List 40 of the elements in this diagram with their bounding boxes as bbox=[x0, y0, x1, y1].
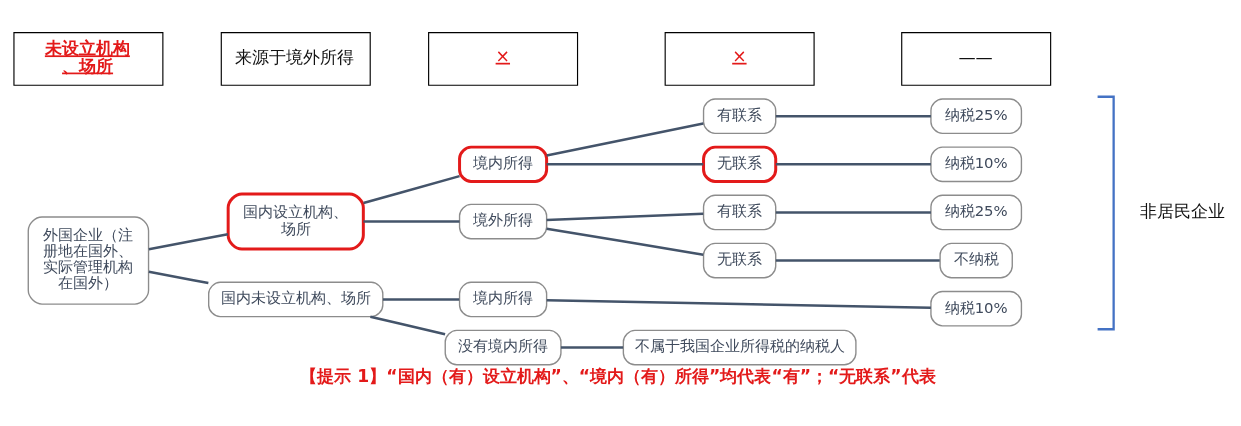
node-box: 国内未设立机构、场所 bbox=[208, 281, 384, 318]
connector bbox=[546, 122, 704, 157]
connector bbox=[775, 259, 940, 262]
node-box: 有联系 bbox=[702, 98, 777, 135]
node-box: 纳税10% bbox=[930, 290, 1023, 327]
node-box: 纳税10% bbox=[930, 146, 1023, 183]
connector bbox=[546, 163, 704, 166]
node-box: 无联系 bbox=[702, 145, 778, 183]
node-box: 不纳税 bbox=[939, 242, 1013, 279]
connector bbox=[363, 220, 460, 223]
node-box: 不属于我国企业所得税的纳税人 bbox=[622, 329, 857, 366]
node-box: 国内设立机构、场所 bbox=[226, 192, 365, 251]
node-box: 有联系 bbox=[702, 194, 777, 231]
label: × bbox=[495, 45, 511, 66]
connector bbox=[546, 227, 704, 256]
caption: 【提示 1】“国内（有）设立机构”、“境内（有）所得”均代表“有”；“无联系”代表 bbox=[300, 365, 936, 386]
connector bbox=[775, 114, 931, 118]
connector bbox=[148, 270, 209, 285]
connector bbox=[775, 211, 931, 214]
label: 来源于境外所得 bbox=[235, 46, 355, 67]
node-box: 境外所得 bbox=[458, 203, 548, 240]
node-box: 纳税25% bbox=[930, 194, 1023, 231]
node-box: 没有境内所得 bbox=[444, 329, 562, 366]
connector bbox=[382, 298, 460, 301]
connector bbox=[546, 212, 704, 222]
connector bbox=[775, 163, 931, 166]
node-box: 境内所得 bbox=[458, 145, 549, 183]
label: × bbox=[732, 45, 747, 66]
label: —— bbox=[958, 46, 993, 67]
node-box: 纳税25% bbox=[930, 98, 1023, 135]
label: 非居民企业 bbox=[1139, 201, 1225, 222]
connector bbox=[560, 346, 624, 349]
connector bbox=[370, 315, 446, 336]
connector bbox=[148, 233, 229, 251]
node-box: 无联系 bbox=[702, 242, 777, 279]
connector bbox=[546, 299, 931, 310]
connector bbox=[363, 174, 460, 205]
label: 未设立机构、场所 bbox=[44, 38, 130, 76]
node-box: 境内所得 bbox=[458, 281, 548, 318]
node-box: 外国企业（注册地在国外、实际管理机构在国外） bbox=[27, 216, 150, 305]
